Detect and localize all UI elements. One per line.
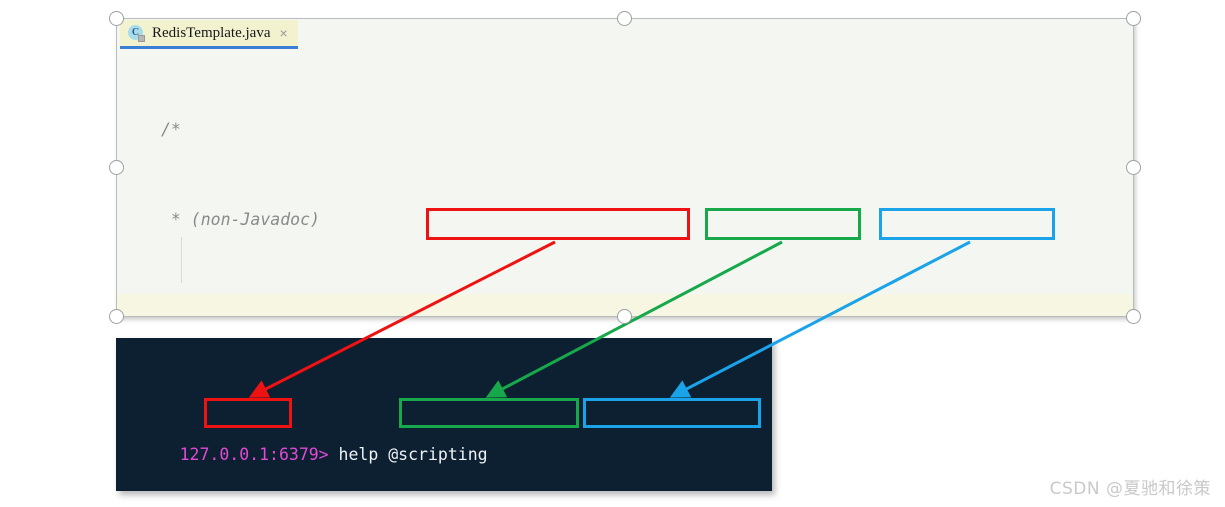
resize-handle-bottom-center[interactable] — [617, 309, 632, 324]
resize-handle-top-right[interactable] — [1126, 11, 1141, 26]
resize-handle-bottom-right[interactable] — [1126, 309, 1141, 324]
script-param-box — [426, 208, 690, 240]
code-line-2: * (non-Javadoc) — [117, 205, 1133, 235]
code-content: /* * (non-Javadoc) * @see org.springfram… — [117, 53, 1133, 294]
terminal-prompt: 127.0.0.1:6379> — [179, 445, 329, 464]
java-class-icon: C — [128, 24, 145, 42]
code-comment-nonjavadoc: * (non-Javadoc) — [161, 210, 320, 229]
terminal-command: help @scripting — [328, 445, 488, 464]
terminal-line-prompt: 127.0.0.1:6379> help @scripting — [116, 398, 772, 464]
key-arg-box — [399, 398, 579, 428]
code-editor-panel: C RedisTemplate.java × /* * (non-Javadoc… — [117, 19, 1133, 316]
arg-arg-box — [583, 398, 761, 428]
resize-handle-top-center[interactable] — [617, 11, 632, 26]
resize-handle-middle-right[interactable] — [1126, 160, 1141, 175]
resize-handle-top-left[interactable] — [109, 11, 124, 26]
lock-icon — [138, 34, 145, 42]
resize-handle-middle-left[interactable] — [109, 160, 124, 175]
csdn-watermark: CSDN @夏驰和徐策 — [1049, 479, 1211, 499]
args-param-box — [879, 208, 1055, 240]
close-icon[interactable]: × — [279, 25, 288, 41]
code-line-1: /* — [117, 115, 1133, 145]
keys-param-box — [705, 208, 861, 240]
code-comment-open: /* — [161, 120, 181, 139]
editor-tab-label: RedisTemplate.java — [152, 24, 271, 41]
script-arg-box — [204, 398, 292, 428]
editor-tab-redistemplate[interactable]: C RedisTemplate.java × — [120, 20, 298, 49]
resize-handle-bottom-left[interactable] — [109, 309, 124, 324]
indent-guide — [181, 237, 182, 283]
